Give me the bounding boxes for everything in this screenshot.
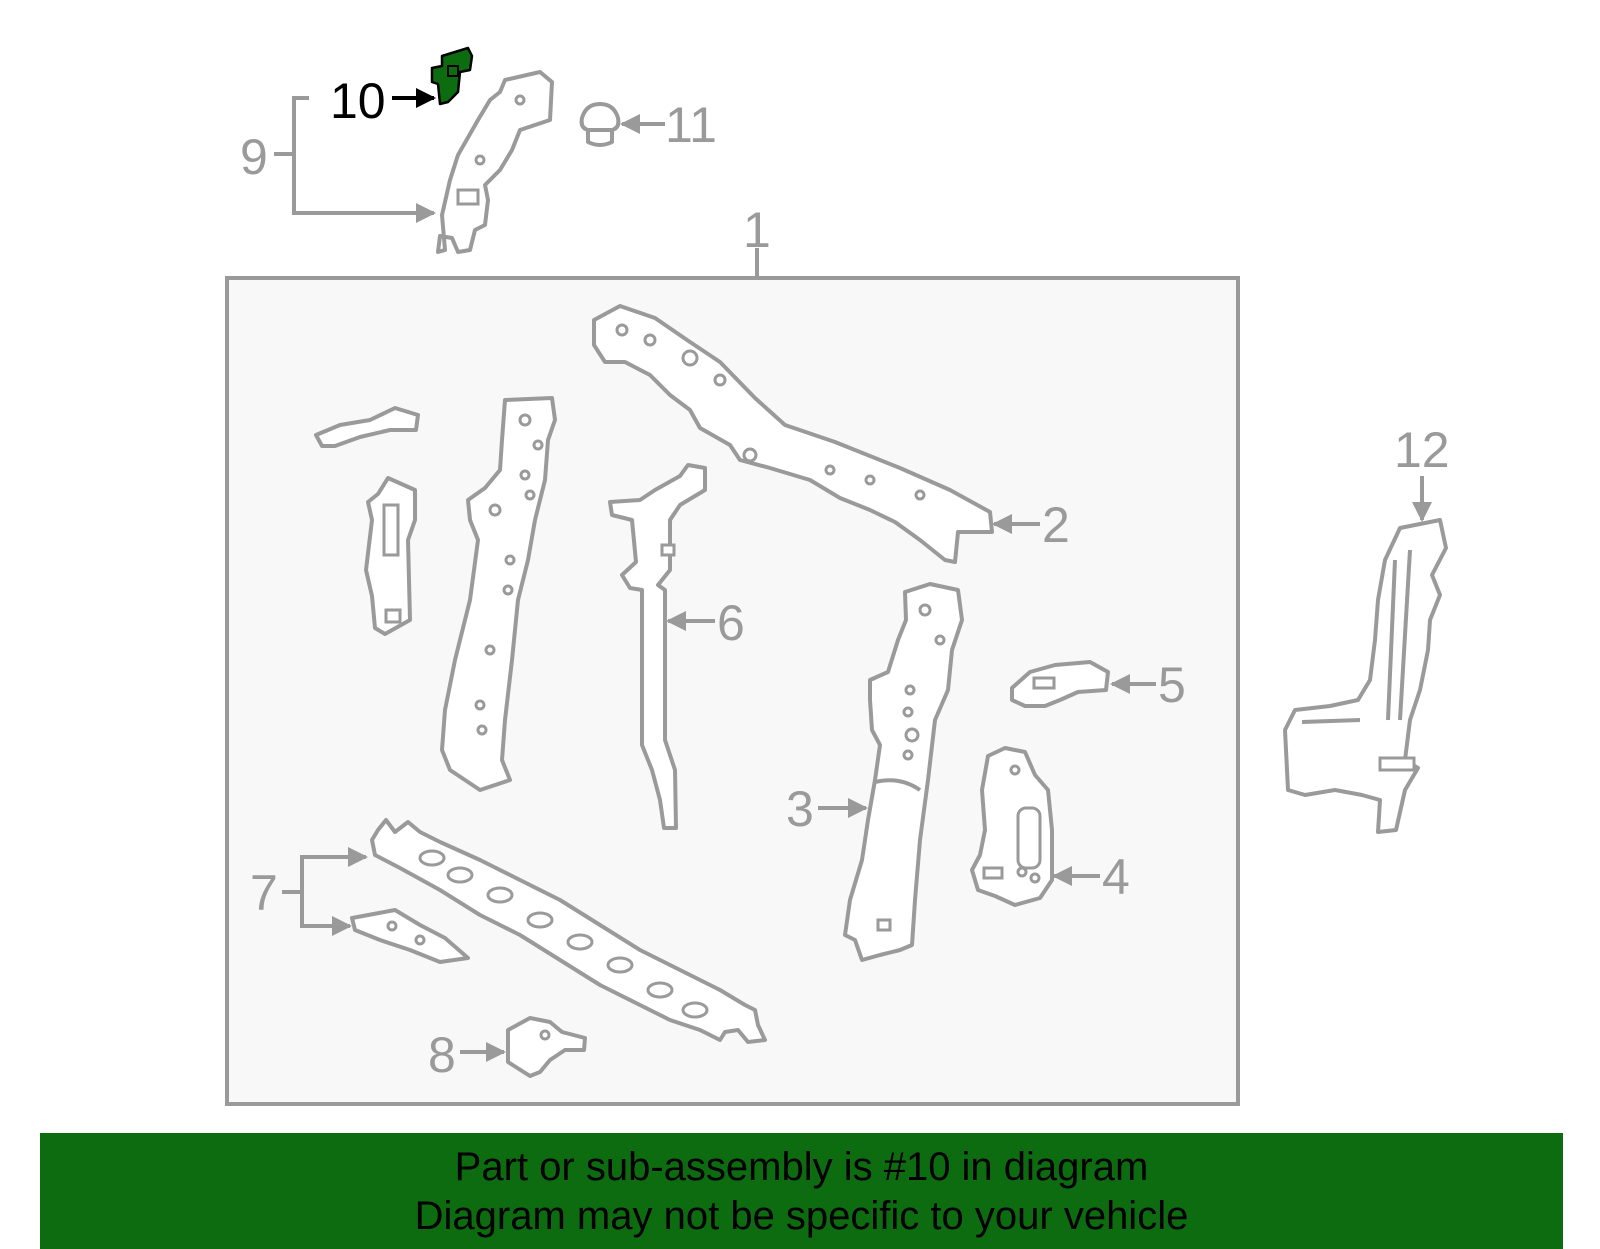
banner-line-disclaimer: Diagram may not be specific to your vehi… bbox=[414, 1194, 1189, 1238]
part-11-clip bbox=[579, 102, 621, 147]
callout-2: 2 bbox=[1042, 497, 1070, 553]
part-3-side-member bbox=[843, 582, 964, 962]
left-vertical-bracket bbox=[364, 476, 417, 636]
part-8-bracket bbox=[506, 1016, 587, 1078]
part-6-stay bbox=[608, 463, 707, 830]
callout-5: 5 bbox=[1158, 657, 1186, 713]
part-4-bracket bbox=[970, 746, 1054, 907]
callout-10: 10 bbox=[330, 73, 386, 129]
callout-8: 8 bbox=[428, 1027, 456, 1083]
part-2-upper-support bbox=[592, 304, 994, 564]
callout-1: 1 bbox=[743, 202, 771, 258]
part-9-bracket bbox=[436, 70, 554, 254]
callout-6: 6 bbox=[717, 595, 745, 651]
callout-3: 3 bbox=[786, 781, 814, 837]
banner-line-part: Part or sub-assembly is #10 in diagram bbox=[454, 1145, 1149, 1189]
info-banner: Part or sub-assembly is #10 in diagram D… bbox=[40, 1133, 1563, 1249]
left-small-bracket bbox=[314, 406, 420, 448]
callout-7: 7 bbox=[250, 865, 278, 921]
callout-11: 11 bbox=[665, 97, 717, 153]
callout-12: 12 bbox=[1394, 422, 1450, 478]
part-12-air-guide bbox=[1283, 518, 1448, 834]
left-side-member bbox=[440, 396, 557, 792]
part-7-lower-bracket bbox=[350, 908, 470, 964]
part-5-bracket bbox=[1010, 660, 1110, 708]
callout-9: 9 bbox=[240, 129, 268, 185]
part-10-highlighted bbox=[430, 46, 474, 106]
part-7-lower-support bbox=[370, 818, 767, 1044]
callout-4: 4 bbox=[1102, 849, 1130, 905]
